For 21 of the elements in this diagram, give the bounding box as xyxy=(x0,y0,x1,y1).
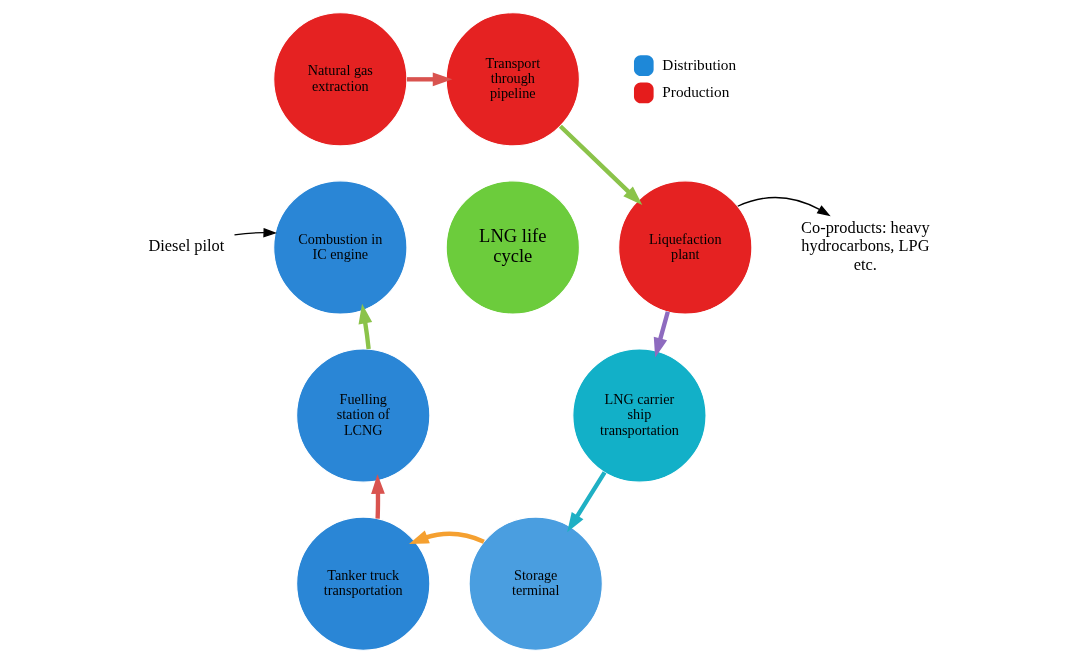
node-circle: Liquefaction plant xyxy=(617,180,752,315)
node-circle: Natural gas extraction xyxy=(272,12,407,147)
arrow xyxy=(653,311,670,358)
arrow xyxy=(370,474,385,519)
arrow xyxy=(358,303,372,350)
node-circle: LNG life cycle xyxy=(445,180,580,315)
arrow xyxy=(736,196,831,217)
node-circle: Storage terminal xyxy=(468,516,603,651)
node-circle: LNG carrier ship transportation xyxy=(571,348,707,483)
arrow xyxy=(566,471,606,533)
arrow xyxy=(406,72,452,87)
legend-label: Distribution xyxy=(661,55,736,73)
arrow xyxy=(558,124,642,206)
node-text: Co-products: heavy hydrocarbons, LPG etc. xyxy=(800,217,930,274)
node-circle: Transport through pipeline xyxy=(445,12,580,147)
node-circle: Combustion in IC engine xyxy=(272,180,407,315)
arrow xyxy=(233,227,277,238)
arrow xyxy=(408,530,485,545)
node-text: Diesel pilot xyxy=(147,236,224,256)
node-circle: Fuelling station of LCNG xyxy=(295,348,430,483)
legend-label: Production xyxy=(661,83,729,101)
